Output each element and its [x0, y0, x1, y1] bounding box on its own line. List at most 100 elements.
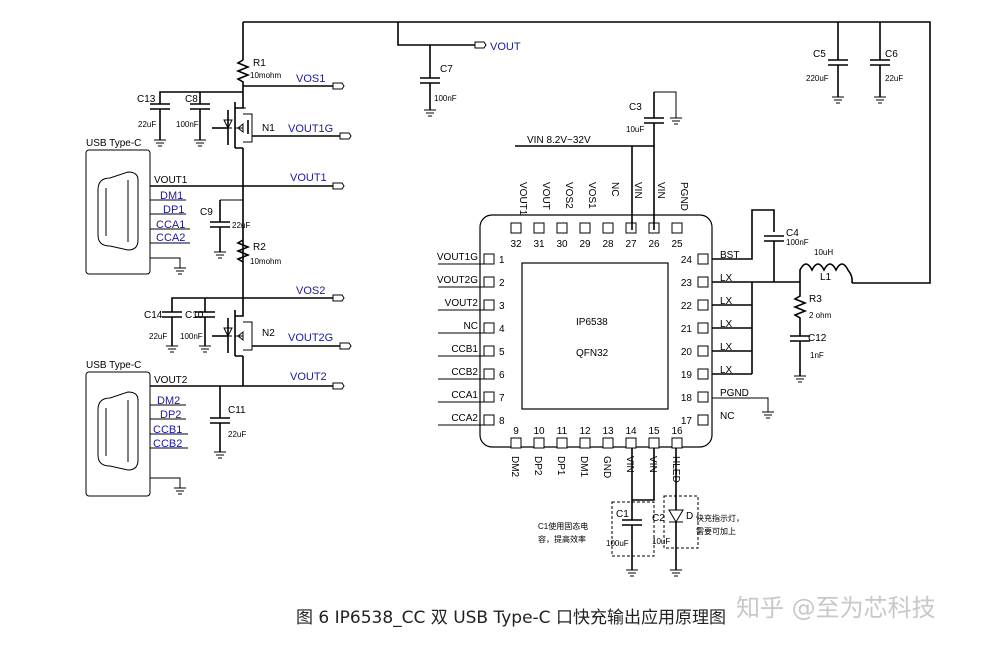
ref-d: D [686, 511, 693, 522]
pin-box-3 [483, 299, 495, 311]
pin-num-27: 27 [625, 239, 637, 250]
pin-box-11 [556, 437, 568, 449]
value-c10: 100nF [180, 332, 203, 341]
port-vout1: VOUT1 [290, 172, 345, 190]
pin-num-30: 30 [556, 239, 568, 250]
net-label-vos2: VOS2 [296, 285, 325, 297]
capacitor-c11: C11 22uF [210, 386, 246, 459]
pin-num-1: 1 [499, 255, 505, 266]
pin-num-2: 2 [499, 278, 505, 289]
watermark: 知乎 @至为芯科技 [736, 594, 936, 622]
pin-box-1 [483, 253, 495, 265]
net-label-vout1g: VOUT1G [288, 123, 333, 135]
pin-box-7 [483, 391, 495, 403]
wire-c13-c8 [159, 91, 243, 104]
net-label-vout2: VOUT2 [290, 371, 327, 383]
value-c9: 22uF [232, 221, 250, 230]
ic-ip6538: IP6538 QFN32 32VOUT131VOUT30VOS229VOS128… [437, 182, 749, 483]
pin-num-12: 12 [579, 426, 591, 437]
capacitor-c1: C1 100uF C1使用固态电 容，提高效率 [538, 448, 655, 577]
port-vout1g: VOUT1G [288, 123, 352, 140]
inductor-l1: 10uH L1 [799, 248, 853, 284]
value-c14: 22uF [149, 332, 167, 341]
pin-name-25: PGND [678, 182, 689, 211]
pin-name-5: CCB1 [451, 344, 478, 355]
usb-1-pin-dm1: DM1 [160, 190, 183, 202]
usb-2-pin-ccb1: CCB1 [153, 424, 182, 436]
pin-box-21 [697, 322, 709, 334]
pin-num-17: 17 [681, 416, 693, 427]
pin-num-13: 13 [602, 426, 614, 437]
pin-name-14: VIN [624, 456, 635, 473]
pin-name-4: NC [464, 321, 478, 332]
pin-num-11: 11 [557, 426, 568, 437]
pin-num-4: 4 [499, 324, 505, 335]
ic-package: QFN32 [576, 348, 609, 359]
pin-name-10: DP2 [532, 456, 543, 476]
value-r3: 2 ohm [809, 311, 832, 320]
value-l1: 10uH [814, 248, 833, 257]
resistor-r2: R2 10mohm [235, 239, 281, 298]
value-c2: 10uF [652, 537, 670, 546]
pin-num-18: 18 [681, 393, 693, 404]
usb-2-pin-ccb2: CCB2 [153, 438, 182, 450]
capacitor-c9: C9 22uF [200, 199, 250, 259]
pin-box-4 [483, 322, 495, 334]
pin-num-21: 21 [681, 324, 693, 335]
vin-label: VIN 8.2V~32V [527, 135, 591, 146]
vout-port: VOUT [474, 41, 521, 53]
ref-c5: C5 [813, 49, 826, 60]
value-r1: 10mohm [250, 71, 281, 80]
pin-box-12 [579, 437, 591, 449]
pin-name-32: VOUT1 [517, 182, 528, 216]
capacitor-c8: C8 100nF [176, 94, 210, 147]
pin-box-22 [697, 299, 709, 311]
net-label-vout2g: VOUT2G [288, 332, 333, 344]
pin-box-16 [671, 437, 683, 449]
ref-n1: N1 [262, 123, 275, 134]
usb-1-pin-cca1: CCA1 [156, 219, 185, 231]
usb-1-pin-vout1: VOUT1 [154, 175, 188, 186]
ref-c7: C7 [440, 64, 453, 75]
ref-c9: C9 [200, 207, 213, 218]
value-r2: 10mohm [250, 257, 281, 266]
ref-r1: R1 [253, 58, 266, 69]
usb-connector-2: USB Type-C VOUT2 DM2 DP2 CCB1 CCB2 [85, 360, 188, 497]
pin-num-5: 5 [499, 347, 505, 358]
net-label-vout: VOUT [490, 41, 521, 53]
port-vos1: VOS1 [296, 73, 345, 90]
pin-num-6: 6 [499, 370, 505, 381]
pin-name-21: LX [720, 319, 733, 330]
note-c1-line2: 容，提高效率 [538, 534, 586, 544]
ic-pins: 32VOUT131VOUT30VOS229VOS128NC27VIN26VIN2… [437, 182, 749, 483]
pin-name-1: VOUT1G [437, 252, 478, 263]
pin-num-24: 24 [681, 255, 693, 266]
pin-box-15 [648, 437, 660, 449]
figure-caption: 图 6 IP6538_CC 双 USB Type-C 口快充输出应用原理图 [296, 608, 726, 628]
capacitor-c4: C4 100nF [764, 228, 809, 282]
value-c1: 100uF [606, 539, 629, 548]
resistor-r1: R1 10mohm [235, 58, 281, 92]
usb-1-pin-dp1: DP1 [163, 204, 184, 216]
net-label-vout1: VOUT1 [290, 172, 327, 184]
pin-box-13 [602, 437, 614, 449]
ref-r3: R3 [809, 294, 822, 305]
pin-num-28: 28 [602, 239, 614, 250]
pin-name-19: LX [720, 365, 733, 376]
ref-c11: C11 [228, 405, 246, 416]
vout-rail [242, 21, 931, 284]
pin-num-9: 9 [513, 426, 519, 437]
note-c1-line1: C1使用固态电 [538, 521, 588, 531]
pin-name-22: LX [720, 296, 733, 307]
value-c11: 22uF [228, 430, 246, 439]
pin-box-20 [697, 345, 709, 357]
pin-box-14 [625, 437, 637, 449]
pin-num-20: 20 [681, 347, 693, 358]
pin-box-28 [602, 222, 614, 234]
pin-box-2 [483, 276, 495, 288]
usb-2-pin-dp2: DP2 [160, 409, 181, 421]
value-c6: 22uF [885, 74, 903, 83]
pin-box-31 [533, 222, 545, 234]
value-c8: 100nF [176, 120, 199, 129]
